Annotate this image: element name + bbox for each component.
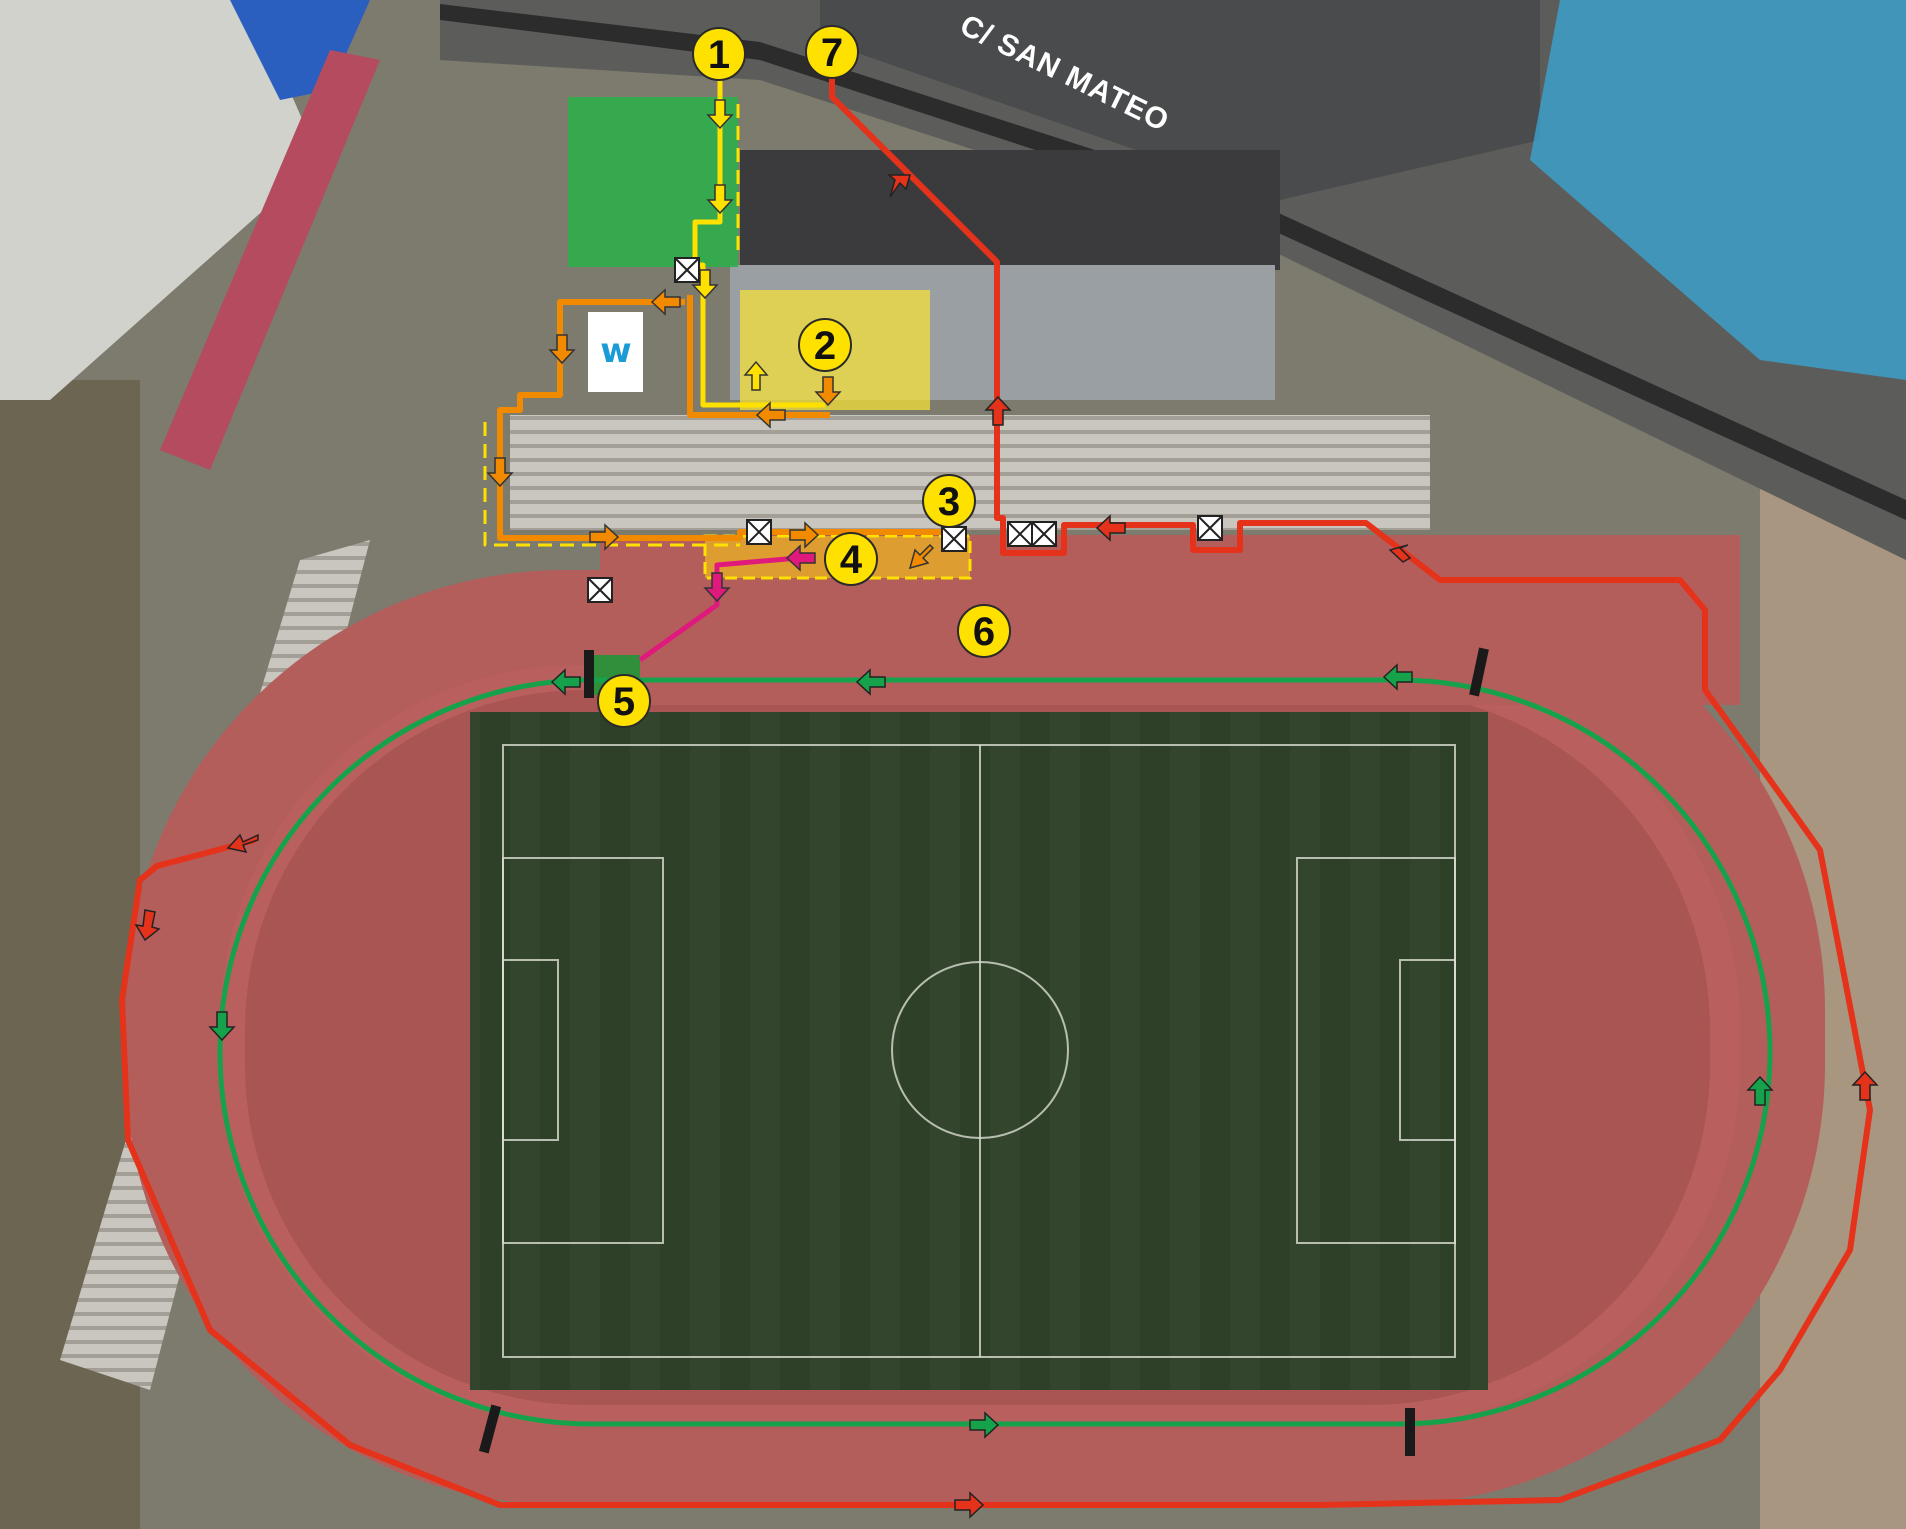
parking-zone-blue [1530, 0, 1906, 380]
gate-icon [587, 577, 613, 603]
facility-logo-box [588, 312, 643, 392]
gate-icon [1007, 521, 1033, 547]
direction-arrow-icon [208, 663, 1774, 1439]
marker-1[interactable]: 1 [692, 27, 746, 81]
direction-arrow-icon [691, 99, 769, 391]
gate-icon [746, 519, 772, 545]
direction-arrow-icon [134, 174, 1879, 1519]
marker-2[interactable]: 2 [798, 318, 852, 372]
marker-4-label: 4 [840, 538, 863, 582]
marker-4[interactable]: 4 [824, 532, 878, 586]
marker-6[interactable]: 6 [957, 604, 1011, 658]
direction-arrows [134, 99, 1879, 1519]
marker-3[interactable]: 3 [922, 474, 976, 528]
grandstand-roof-dark [740, 150, 1280, 270]
direction-arrow-icon [703, 544, 816, 603]
marker-2-label: 2 [814, 324, 836, 368]
marker-3-label: 3 [938, 480, 960, 524]
gate-icon [941, 526, 967, 552]
marker-6-label: 6 [973, 610, 995, 654]
pink-walkway [160, 50, 380, 470]
direction-arrow-icon [486, 288, 935, 570]
gate-icon [1197, 515, 1223, 541]
gate-icons [587, 257, 1223, 603]
gate-icon [674, 257, 700, 283]
warmup-area [568, 97, 738, 267]
marker-5[interactable]: 5 [597, 674, 651, 728]
facility-logo: w [600, 331, 631, 371]
warehouse-roof [0, 0, 320, 400]
marker-7-label: 7 [821, 31, 843, 75]
gate-icon [1031, 521, 1057, 547]
marker-5-label: 5 [613, 680, 635, 724]
parking-lot [820, 0, 1540, 200]
marker-7[interactable]: 7 [805, 25, 859, 79]
route-red [119, 75, 1873, 1508]
timing-mat-icon [478, 647, 1489, 1456]
pitch-lines [502, 744, 1456, 1358]
marker-1-label: 1 [708, 33, 730, 77]
